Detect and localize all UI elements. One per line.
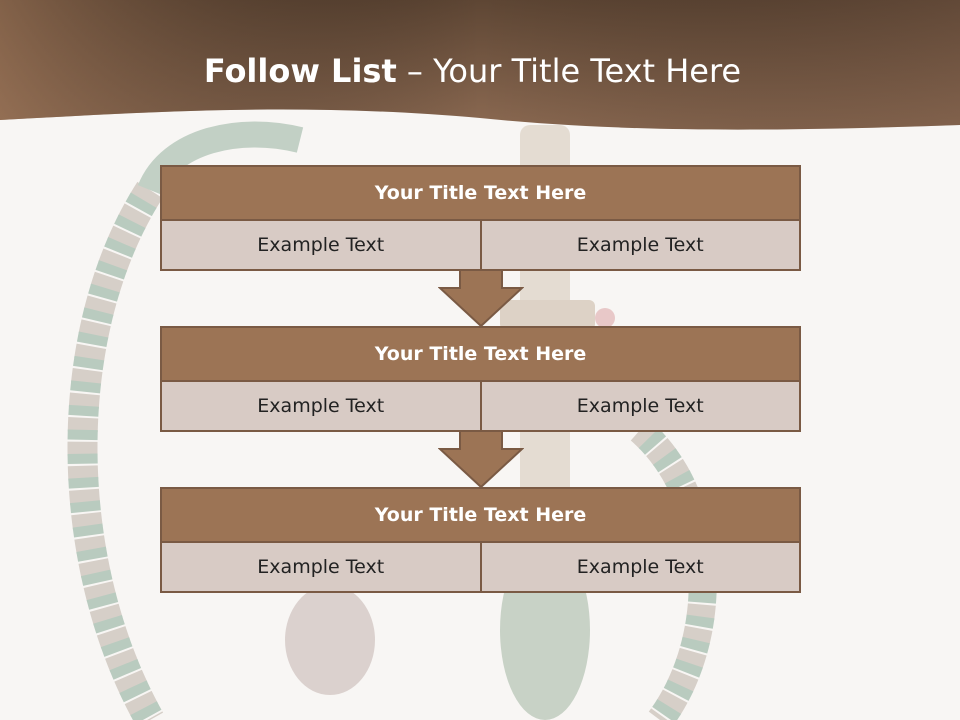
slide-title-rest: – Your Title Text Here bbox=[396, 52, 742, 90]
list-block-1: Your Title Text Here Example Text Exampl… bbox=[160, 165, 801, 271]
list-block-2: Your Title Text Here Example Text Exampl… bbox=[160, 326, 801, 432]
block-row: Example Text Example Text bbox=[160, 382, 801, 432]
block-cell-right: Example Text bbox=[481, 543, 801, 593]
block-cell-left: Example Text bbox=[160, 382, 482, 432]
block-title: Your Title Text Here bbox=[160, 487, 801, 543]
slide-title: Follow List – Your Title Text Here bbox=[0, 52, 945, 90]
block-cell-left: Example Text bbox=[160, 221, 482, 271]
slide-title-bold: Follow List bbox=[203, 52, 397, 90]
down-arrow-icon bbox=[438, 431, 524, 489]
block-title: Your Title Text Here bbox=[160, 165, 801, 221]
block-cell-right: Example Text bbox=[481, 221, 801, 271]
block-row: Example Text Example Text bbox=[160, 543, 801, 593]
header-band bbox=[0, 0, 960, 130]
block-cell-left: Example Text bbox=[160, 543, 482, 593]
down-arrow-icon bbox=[438, 270, 524, 328]
block-row: Example Text Example Text bbox=[160, 221, 801, 271]
block-cell-right: Example Text bbox=[481, 382, 801, 432]
list-block-3: Your Title Text Here Example Text Exampl… bbox=[160, 487, 801, 593]
block-title: Your Title Text Here bbox=[160, 326, 801, 382]
